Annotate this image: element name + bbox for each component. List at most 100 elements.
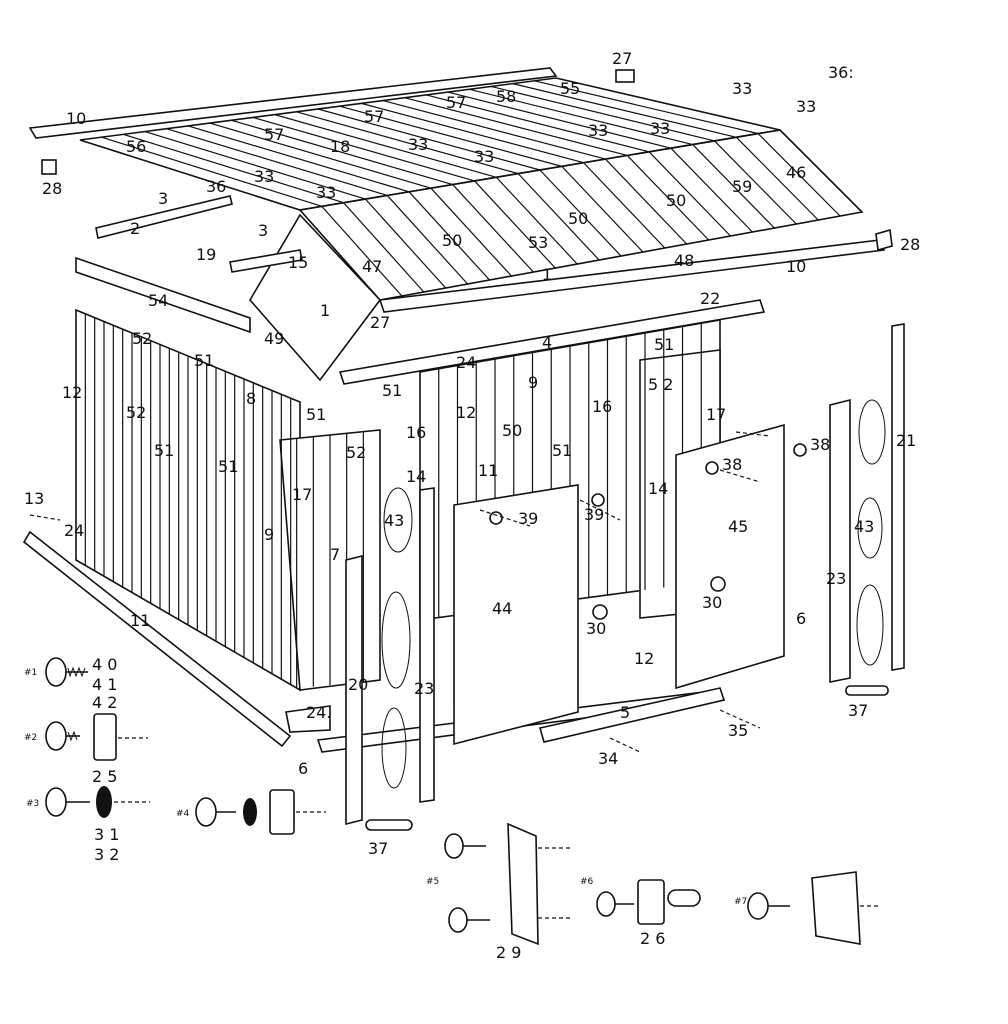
rib-line — [408, 191, 490, 281]
screw-icon — [448, 907, 490, 933]
part-number: 53 — [528, 233, 548, 252]
part-number: 12 — [62, 383, 82, 402]
part-number: 58 — [496, 87, 516, 106]
part-number: 33 — [796, 97, 816, 116]
part-number: 45 — [728, 517, 748, 536]
part-number: 6 — [796, 609, 806, 628]
rib-line — [144, 130, 366, 200]
rib-line — [361, 102, 584, 164]
fastener-key-label: #5 — [426, 877, 439, 887]
washer-icon — [96, 786, 112, 818]
fastener-key-label: #1 — [24, 668, 37, 678]
part-number: 21 — [896, 431, 916, 450]
part-number: 17 — [292, 485, 312, 504]
part-number: 39 — [584, 505, 604, 524]
part-number: 52 — [346, 443, 366, 462]
part-number: 50 — [568, 209, 588, 228]
latch-icon — [637, 879, 665, 925]
part-number: 4 1 — [92, 675, 117, 694]
rib-line — [583, 162, 666, 249]
part-number: 28 — [900, 235, 920, 254]
part-number: 55 — [560, 79, 580, 98]
rib-line — [188, 125, 410, 193]
leader-dash — [579, 499, 621, 521]
part-number: 44 — [492, 599, 512, 618]
rib-line — [274, 114, 497, 178]
part-number: 20 — [348, 675, 368, 694]
part-number: 14 — [648, 479, 668, 498]
bracket-icon — [615, 69, 635, 83]
part-number: 52 — [132, 329, 152, 348]
part-number: 30 — [586, 619, 606, 638]
part-number: 56 — [126, 137, 146, 156]
rib-line — [382, 99, 606, 160]
part-number: 36 — [206, 177, 226, 196]
strap-icon — [507, 822, 539, 946]
rib-line — [123, 133, 344, 204]
part-number: 19 — [196, 245, 216, 264]
side-top-beam — [75, 256, 251, 334]
rail-2 — [95, 195, 233, 239]
part-number: 9 — [528, 373, 538, 392]
part-number: 10 — [786, 257, 806, 276]
part-number: 17 — [706, 405, 726, 424]
part-number: 36: — [828, 63, 854, 82]
part-number: 1 — [542, 265, 552, 284]
rib-line — [404, 97, 628, 157]
washer-icon — [243, 798, 257, 826]
rib-line — [469, 88, 693, 146]
part-number: 33 — [732, 79, 752, 98]
plate-icon — [269, 789, 295, 835]
part-number: 10 — [66, 109, 86, 128]
part-number: 35 — [728, 721, 748, 740]
part-callouts: 27 36: 55 33 58 57 33 10 57 33 33 57 56 … — [24, 49, 920, 962]
rib-line — [430, 187, 512, 277]
part-number: 22 — [700, 289, 720, 308]
part-number: 23 — [414, 679, 434, 698]
part-number: 33 — [440, 81, 460, 100]
ornaments — [381, 399, 886, 789]
part-number: 24 — [64, 521, 84, 540]
wall-assembly — [22, 308, 905, 826]
part-number: 38 — [722, 455, 742, 474]
door-panel-44 — [453, 484, 579, 746]
leader-dash — [479, 509, 531, 527]
post-23-left — [419, 487, 435, 803]
part-number: 24. — [306, 703, 331, 722]
part-number: 57 — [264, 125, 284, 144]
leader-dash — [719, 709, 761, 729]
leader-dash — [29, 514, 61, 521]
part-number: 5 — [620, 703, 630, 722]
part-number: 47 — [362, 257, 382, 276]
roof-ribs — [101, 80, 841, 297]
corner-icon — [875, 228, 893, 252]
part-number: 23 — [826, 569, 846, 588]
ornament-icon — [381, 487, 413, 789]
part-number: 49 — [264, 329, 284, 348]
fastener-key-label: #4 — [176, 809, 190, 819]
screw-icon — [444, 833, 486, 859]
wall-ribs — [84, 313, 702, 689]
part-number: 43 — [854, 517, 874, 536]
part-number: 46 — [786, 163, 806, 182]
part-number: 33 — [650, 119, 670, 138]
post-23-right — [829, 398, 851, 683]
knob-icon — [592, 604, 608, 620]
block-icon — [811, 871, 861, 945]
header-beam — [338, 299, 766, 385]
part-number: 52 — [126, 403, 146, 422]
rib-line — [626, 155, 710, 241]
rail-15 — [229, 249, 303, 273]
screw-icon — [45, 721, 80, 751]
rib-line — [317, 108, 541, 171]
roller-icon — [489, 511, 503, 525]
rib-line — [757, 133, 841, 217]
leader-dash — [609, 737, 641, 753]
rib-line — [447, 91, 672, 149]
part-number: 33 — [408, 135, 428, 154]
fastener-legend: #1 #2 #3 #4 #5 #6 #7 — [24, 657, 880, 946]
part-number: 51 — [552, 441, 572, 460]
part-number: 4 2 — [92, 693, 117, 712]
rib-line — [365, 198, 447, 289]
rib-line — [209, 122, 432, 189]
